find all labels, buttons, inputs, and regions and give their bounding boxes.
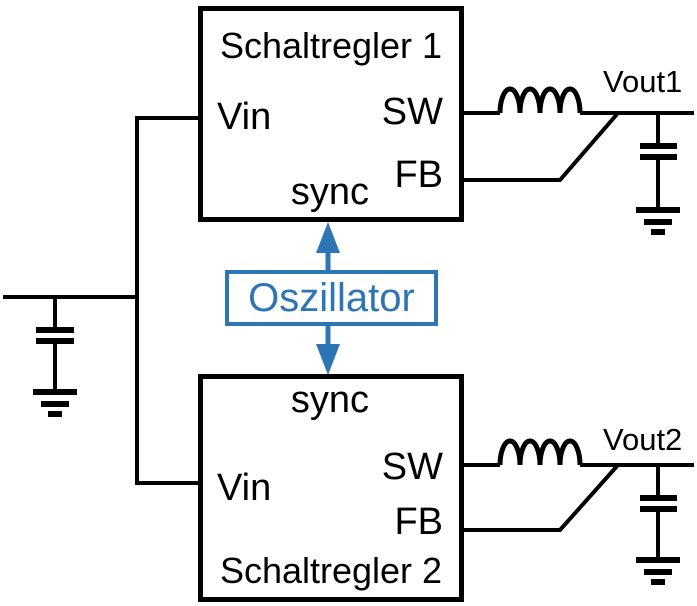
regulator2-pin-sync: sync bbox=[290, 379, 370, 421]
output-capacitor-symbol-1 bbox=[640, 113, 677, 210]
regulator1-pin-sync: sync bbox=[290, 171, 370, 213]
vin-trunk-wire bbox=[135, 116, 203, 485]
sync-arrowhead-up-icon bbox=[316, 222, 340, 253]
regulator2-title: Schaltregler 2 bbox=[219, 550, 443, 591]
inductor-symbol-1 bbox=[497, 86, 583, 114]
ground-symbol-output1 bbox=[636, 207, 680, 235]
ground-symbol-output2 bbox=[636, 557, 680, 585]
input-network bbox=[3, 116, 203, 485]
vout1-label: Vout1 bbox=[603, 64, 683, 99]
regulator2-pin-fb: FB bbox=[394, 501, 443, 543]
inductor-symbol-2 bbox=[497, 438, 583, 466]
regulator2-pin-vin: Vin bbox=[217, 467, 272, 509]
regulator2-box bbox=[198, 374, 464, 602]
regulator1-pin-vin: Vin bbox=[217, 96, 272, 138]
regulator2-pin-sw: SW bbox=[381, 446, 443, 488]
regulator1-pin-fb: FB bbox=[394, 154, 443, 196]
regulator1-title: Schaltregler 1 bbox=[219, 25, 443, 66]
fb2-wire bbox=[459, 463, 620, 532]
input-capacitor-symbol bbox=[36, 297, 74, 392]
oscillator-box: Oszillator bbox=[225, 270, 438, 326]
ground-symbol-input bbox=[33, 389, 77, 417]
output-network-1 bbox=[459, 86, 694, 235]
output-capacitor-symbol-2 bbox=[640, 465, 677, 560]
fb1-wire bbox=[459, 111, 620, 182]
output-network-2 bbox=[459, 438, 694, 585]
regulator1-pin-sw: SW bbox=[381, 91, 443, 133]
oscillator-label: Oszillator bbox=[248, 275, 415, 320]
regulator1-box bbox=[198, 6, 464, 222]
vout2-label: Vout2 bbox=[603, 422, 683, 457]
sync-arrowhead-down-icon bbox=[316, 344, 340, 375]
